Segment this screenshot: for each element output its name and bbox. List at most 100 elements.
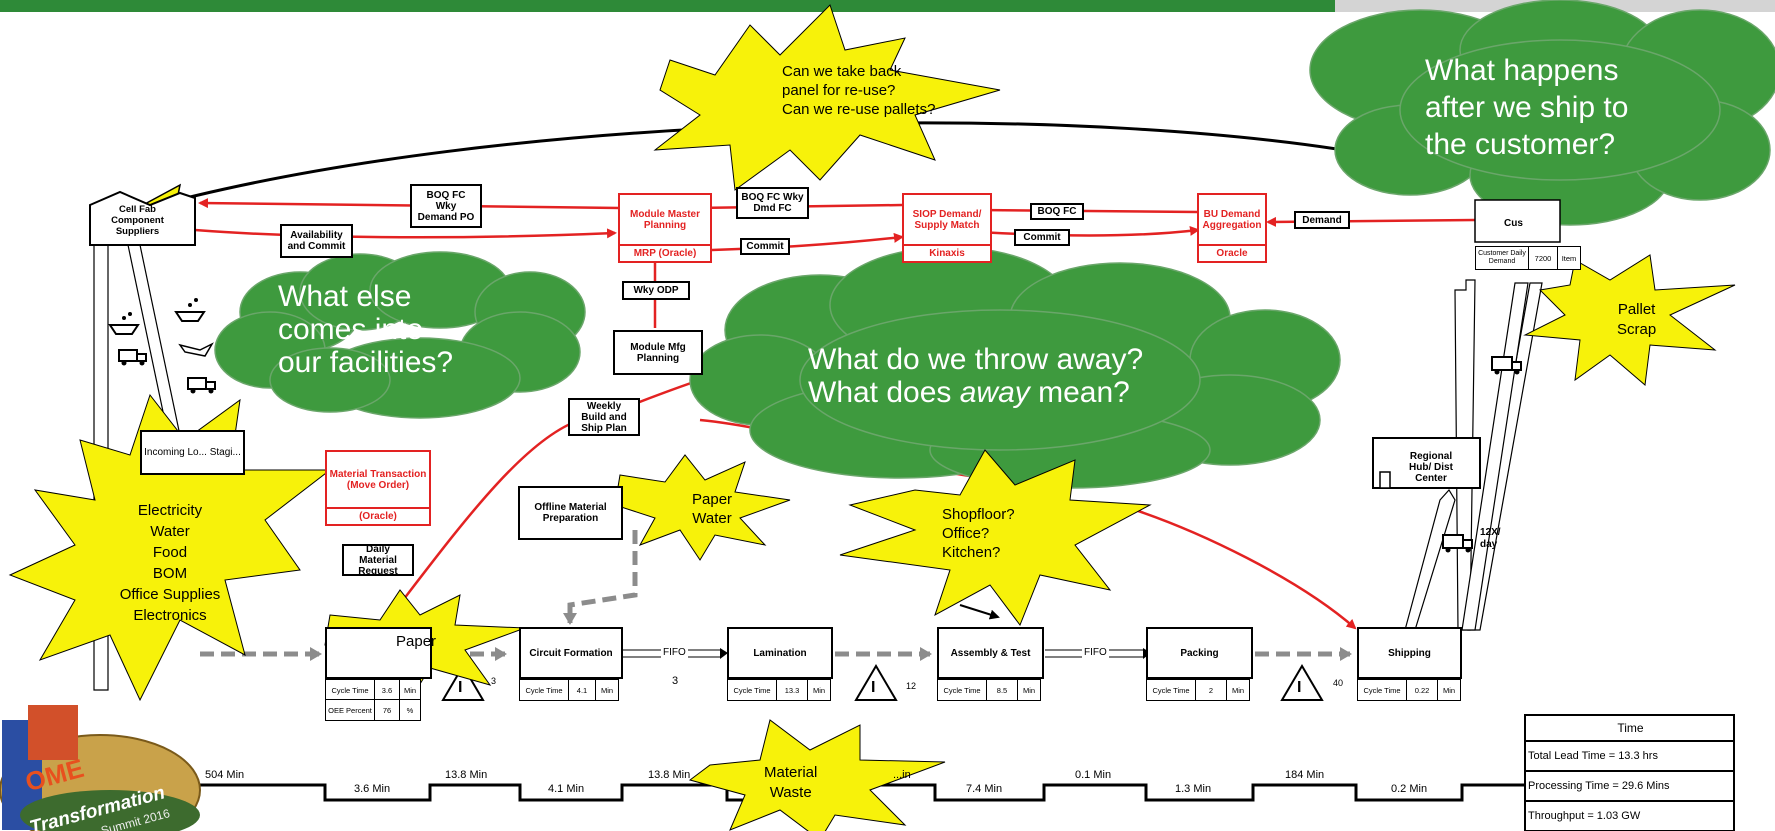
timeline-process-2: 4.1 Min <box>548 783 585 795</box>
cloud-line: What do we throw away? <box>808 343 1144 376</box>
time-header: Time <box>1617 721 1644 735</box>
inventory-icon: I <box>458 679 463 696</box>
timeline-process-4: 1.3 Min <box>1175 783 1212 795</box>
star-line: Electricity <box>137 502 203 519</box>
timeline-wait-6: 184 Min <box>1285 769 1325 781</box>
star-inputs-text: Electricity Water Food BOM Office Suppli… <box>110 500 230 626</box>
siop-system: Kinaxis <box>904 244 990 261</box>
bu-demand-box[interactable]: BU Demand Aggregation Oracle <box>1197 193 1267 263</box>
time-summary-table: Time Total Lead Time = 13.3 hrs Processi… <box>1524 714 1735 831</box>
star-line: Water <box>692 510 732 527</box>
star-waste <box>688 719 946 831</box>
cycle-label: Cycle Time <box>1146 679 1196 701</box>
timeline-wait-5: 0.1 Min <box>1075 769 1112 781</box>
cycle-label: Cycle Time <box>937 679 987 701</box>
tag-weekly-build: Weekly Build and Ship Plan <box>568 398 640 436</box>
star-line: Can we take back <box>782 63 902 80</box>
cloud-line: What does away mean? <box>808 376 1143 409</box>
inventory-count-4: 40 <box>1333 678 1344 688</box>
timeline-wait-4: ...in <box>893 769 911 781</box>
inventory-count-2: 3 <box>672 675 679 687</box>
regional-hub-box <box>1372 437 1481 489</box>
star-waste-text: Material Waste <box>764 763 817 803</box>
process-assembly-test[interactable]: Assembly & Test <box>937 627 1044 679</box>
cycle-value: 3.6 <box>374 679 400 701</box>
cycle-value: 4.1 <box>568 679 596 701</box>
cycle-unit: Min <box>399 679 421 701</box>
header-bar <box>0 0 1335 12</box>
star-inputs <box>8 393 332 702</box>
siop-box[interactable]: SIOP Demand/ Supply Match Kinaxis <box>902 193 992 263</box>
regional-hub-label: Regional Hub/ Dist Center <box>1409 451 1453 484</box>
fifo-label-1: FIFO <box>661 647 688 658</box>
timeline-wait-1: 504 Min <box>205 769 245 781</box>
cloud-line-italic: away <box>959 376 1030 409</box>
star-line: Material <box>764 764 818 781</box>
module-mfg-planning[interactable]: Module Mfg Planning <box>613 330 703 375</box>
cycle-unit: Min <box>1437 679 1461 701</box>
process-packing[interactable]: Packing <box>1146 627 1253 679</box>
cloud-line: What else <box>278 280 412 313</box>
incoming-staging[interactable]: Incoming Lo... Stagi... <box>140 430 245 475</box>
cloud-line: comes into <box>278 313 424 346</box>
star-paper-water <box>614 454 791 561</box>
inventory-icon: I <box>1297 679 1302 696</box>
cloud-facilities <box>214 251 586 419</box>
process-shipping[interactable]: Shipping <box>1357 627 1462 679</box>
star-pallet <box>1523 254 1736 386</box>
tag-boq-fc-po: BOQ FC Wky Demand PO <box>410 184 482 228</box>
star-line: Food <box>152 544 188 561</box>
cycle-unit: Min <box>1226 679 1250 701</box>
cloud-line: What happens <box>1425 54 1619 87</box>
material-transaction-box[interactable]: Material Transaction (Move Order) (Oracl… <box>325 450 431 526</box>
tag-daily-request: Daily Material Request <box>342 544 414 577</box>
star-line: Can we re-use pallets? <box>782 101 936 118</box>
timeline-process-3: 7.4 Min <box>966 783 1003 795</box>
material-txn-system: (Oracle) <box>327 507 429 524</box>
inventory-count-1: 3 <box>491 676 497 686</box>
module-master-planning[interactable]: Module Master Planning MRP (Oracle) <box>618 193 712 263</box>
star-line: Waste <box>769 784 812 801</box>
module-master-system: MRP (Oracle) <box>620 244 710 261</box>
cycle-label: Cycle Time <box>325 679 375 701</box>
star-line: Office Supplies <box>119 586 221 603</box>
star-shopfloor <box>839 449 1152 627</box>
star-line: Office? <box>942 525 990 542</box>
cycle-unit: Min <box>595 679 619 701</box>
offline-material-prep[interactable]: Offline Material Preparation <box>518 486 623 540</box>
supplier-factory-icon <box>89 190 196 246</box>
oee-unit: % <box>399 699 421 721</box>
cycle-label: Cycle Time <box>1357 679 1407 701</box>
cloud-line: our facilities? <box>278 346 454 379</box>
cycle-value: 0.22 <box>1406 679 1438 701</box>
process-cell-fab[interactable] <box>325 627 432 679</box>
cycle-unit: Min <box>1017 679 1041 701</box>
customer-label: Cus <box>1504 218 1523 229</box>
star-pallet-text: Pallet Scrap <box>1617 300 1656 340</box>
inventory-count-3: 12 <box>906 681 917 691</box>
cycle-value: 13.3 <box>776 679 808 701</box>
tag-demand: Demand <box>1294 211 1350 229</box>
bu-demand-title: BU Demand Aggregation <box>1202 208 1262 231</box>
star-line: Pallet <box>1617 301 1656 318</box>
module-master-title: Module Master Planning <box>629 208 700 231</box>
timeline-wait-3: 13.8 Min <box>648 769 691 781</box>
process-circuit-formation[interactable]: Circuit Formation <box>519 627 623 679</box>
throughput: Throughput = 1.03 GW <box>1526 800 1733 830</box>
oee-value: 76 <box>374 699 400 721</box>
process-lamination[interactable]: Lamination <box>727 627 833 679</box>
star-line: Scrap <box>1617 321 1657 338</box>
cycle-label: Cycle Time <box>727 679 777 701</box>
cycle-value: 8.5 <box>986 679 1018 701</box>
customer-demand-value: 7200 <box>1528 246 1558 270</box>
star-paper-text: Paper <box>396 633 437 650</box>
star-reuse-text: Can we take back panel for re-use? Can w… <box>782 62 935 119</box>
customer-demand-label: Customer Daily Demand <box>1475 246 1529 270</box>
star-reuse <box>653 4 1001 191</box>
material-txn-title: Material Transaction (Move Order) <box>329 468 427 491</box>
